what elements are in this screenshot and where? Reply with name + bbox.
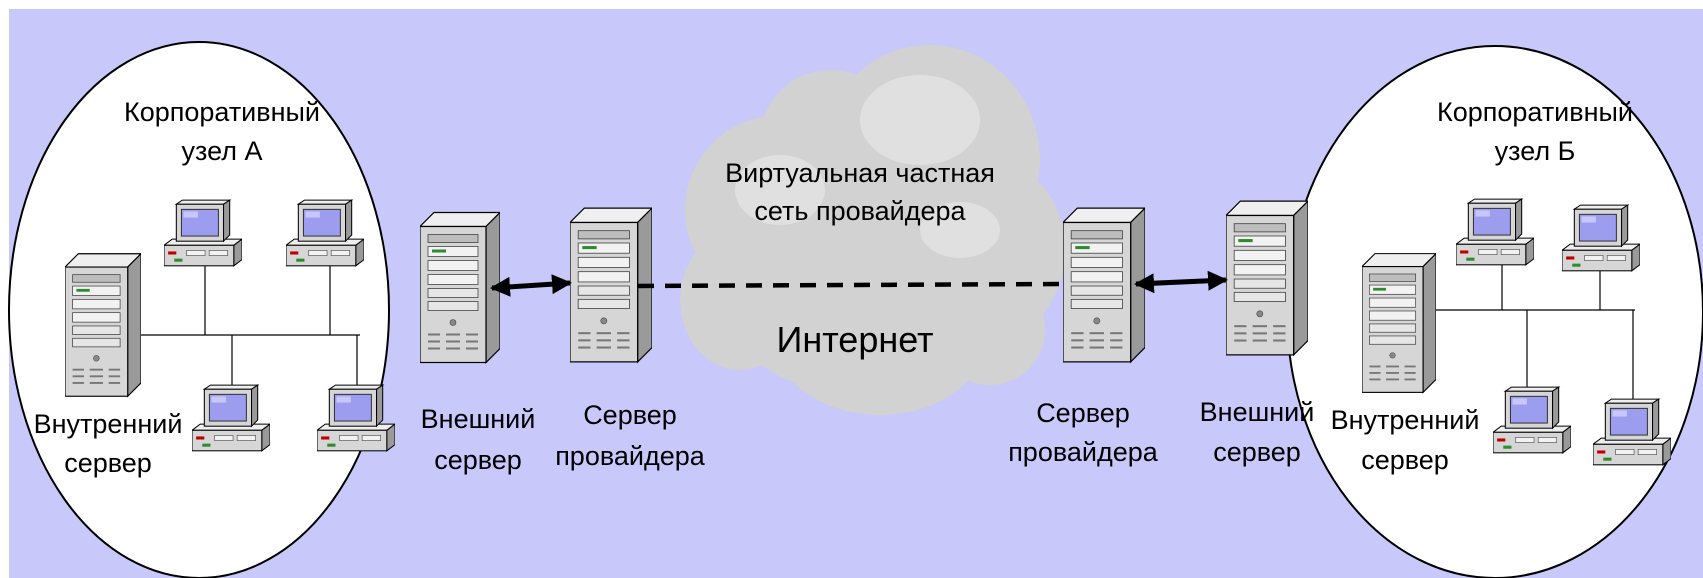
site-a-title-line2: узел А bbox=[182, 136, 263, 166]
site-a-internal-server-label-line2: сервер bbox=[64, 448, 152, 478]
site-b-title-line1: Корпоративный bbox=[1437, 97, 1633, 127]
site-b-internal-server-label-line2: сервер bbox=[1361, 445, 1449, 475]
left-provider-server-label-line2: провайдера bbox=[555, 441, 706, 471]
site-b-title-line2: узел Б bbox=[1495, 136, 1576, 166]
right-external-server-label-line2: сервер bbox=[1213, 437, 1301, 467]
right-provider-server-icon bbox=[1063, 207, 1145, 363]
cloud-highlights bbox=[735, 75, 1000, 258]
vpn-label-line1: Виртуальная частная bbox=[725, 158, 995, 188]
vpn-tunnel-line bbox=[637, 281, 1069, 289]
right-provider-server-label-line1: Сервер bbox=[1036, 398, 1130, 428]
site-a-internal-server-label-line1: Внутренний bbox=[34, 409, 183, 439]
left-external-server-label-line1: Внешний bbox=[421, 404, 536, 434]
site-a-lan bbox=[130, 254, 360, 390]
left-provider-server-label-line1: Сервер bbox=[583, 400, 677, 430]
right-provider-server-label-line2: провайдера bbox=[1008, 437, 1159, 467]
site-a-title-line1: Корпоративный bbox=[124, 97, 320, 127]
site-b-internal-server-label-line1: Внутренний bbox=[1331, 405, 1480, 435]
right-link-arrow bbox=[1134, 270, 1228, 294]
left-link-arrow bbox=[490, 274, 572, 297]
right-external-server-label-line1: Внешний bbox=[1200, 397, 1315, 427]
left-external-server-icon bbox=[420, 211, 500, 364]
site-a-boundary bbox=[8, 41, 390, 578]
site-b-internal-server-icon bbox=[1362, 252, 1436, 394]
right-external-server-icon bbox=[1226, 200, 1308, 356]
site-a-internal-server-icon bbox=[65, 252, 141, 398]
internet-label: Интернет bbox=[776, 319, 933, 360]
left-external-server-label-line2: сервер bbox=[434, 445, 522, 475]
vpn-label-line2: сеть провайдера bbox=[754, 196, 966, 226]
